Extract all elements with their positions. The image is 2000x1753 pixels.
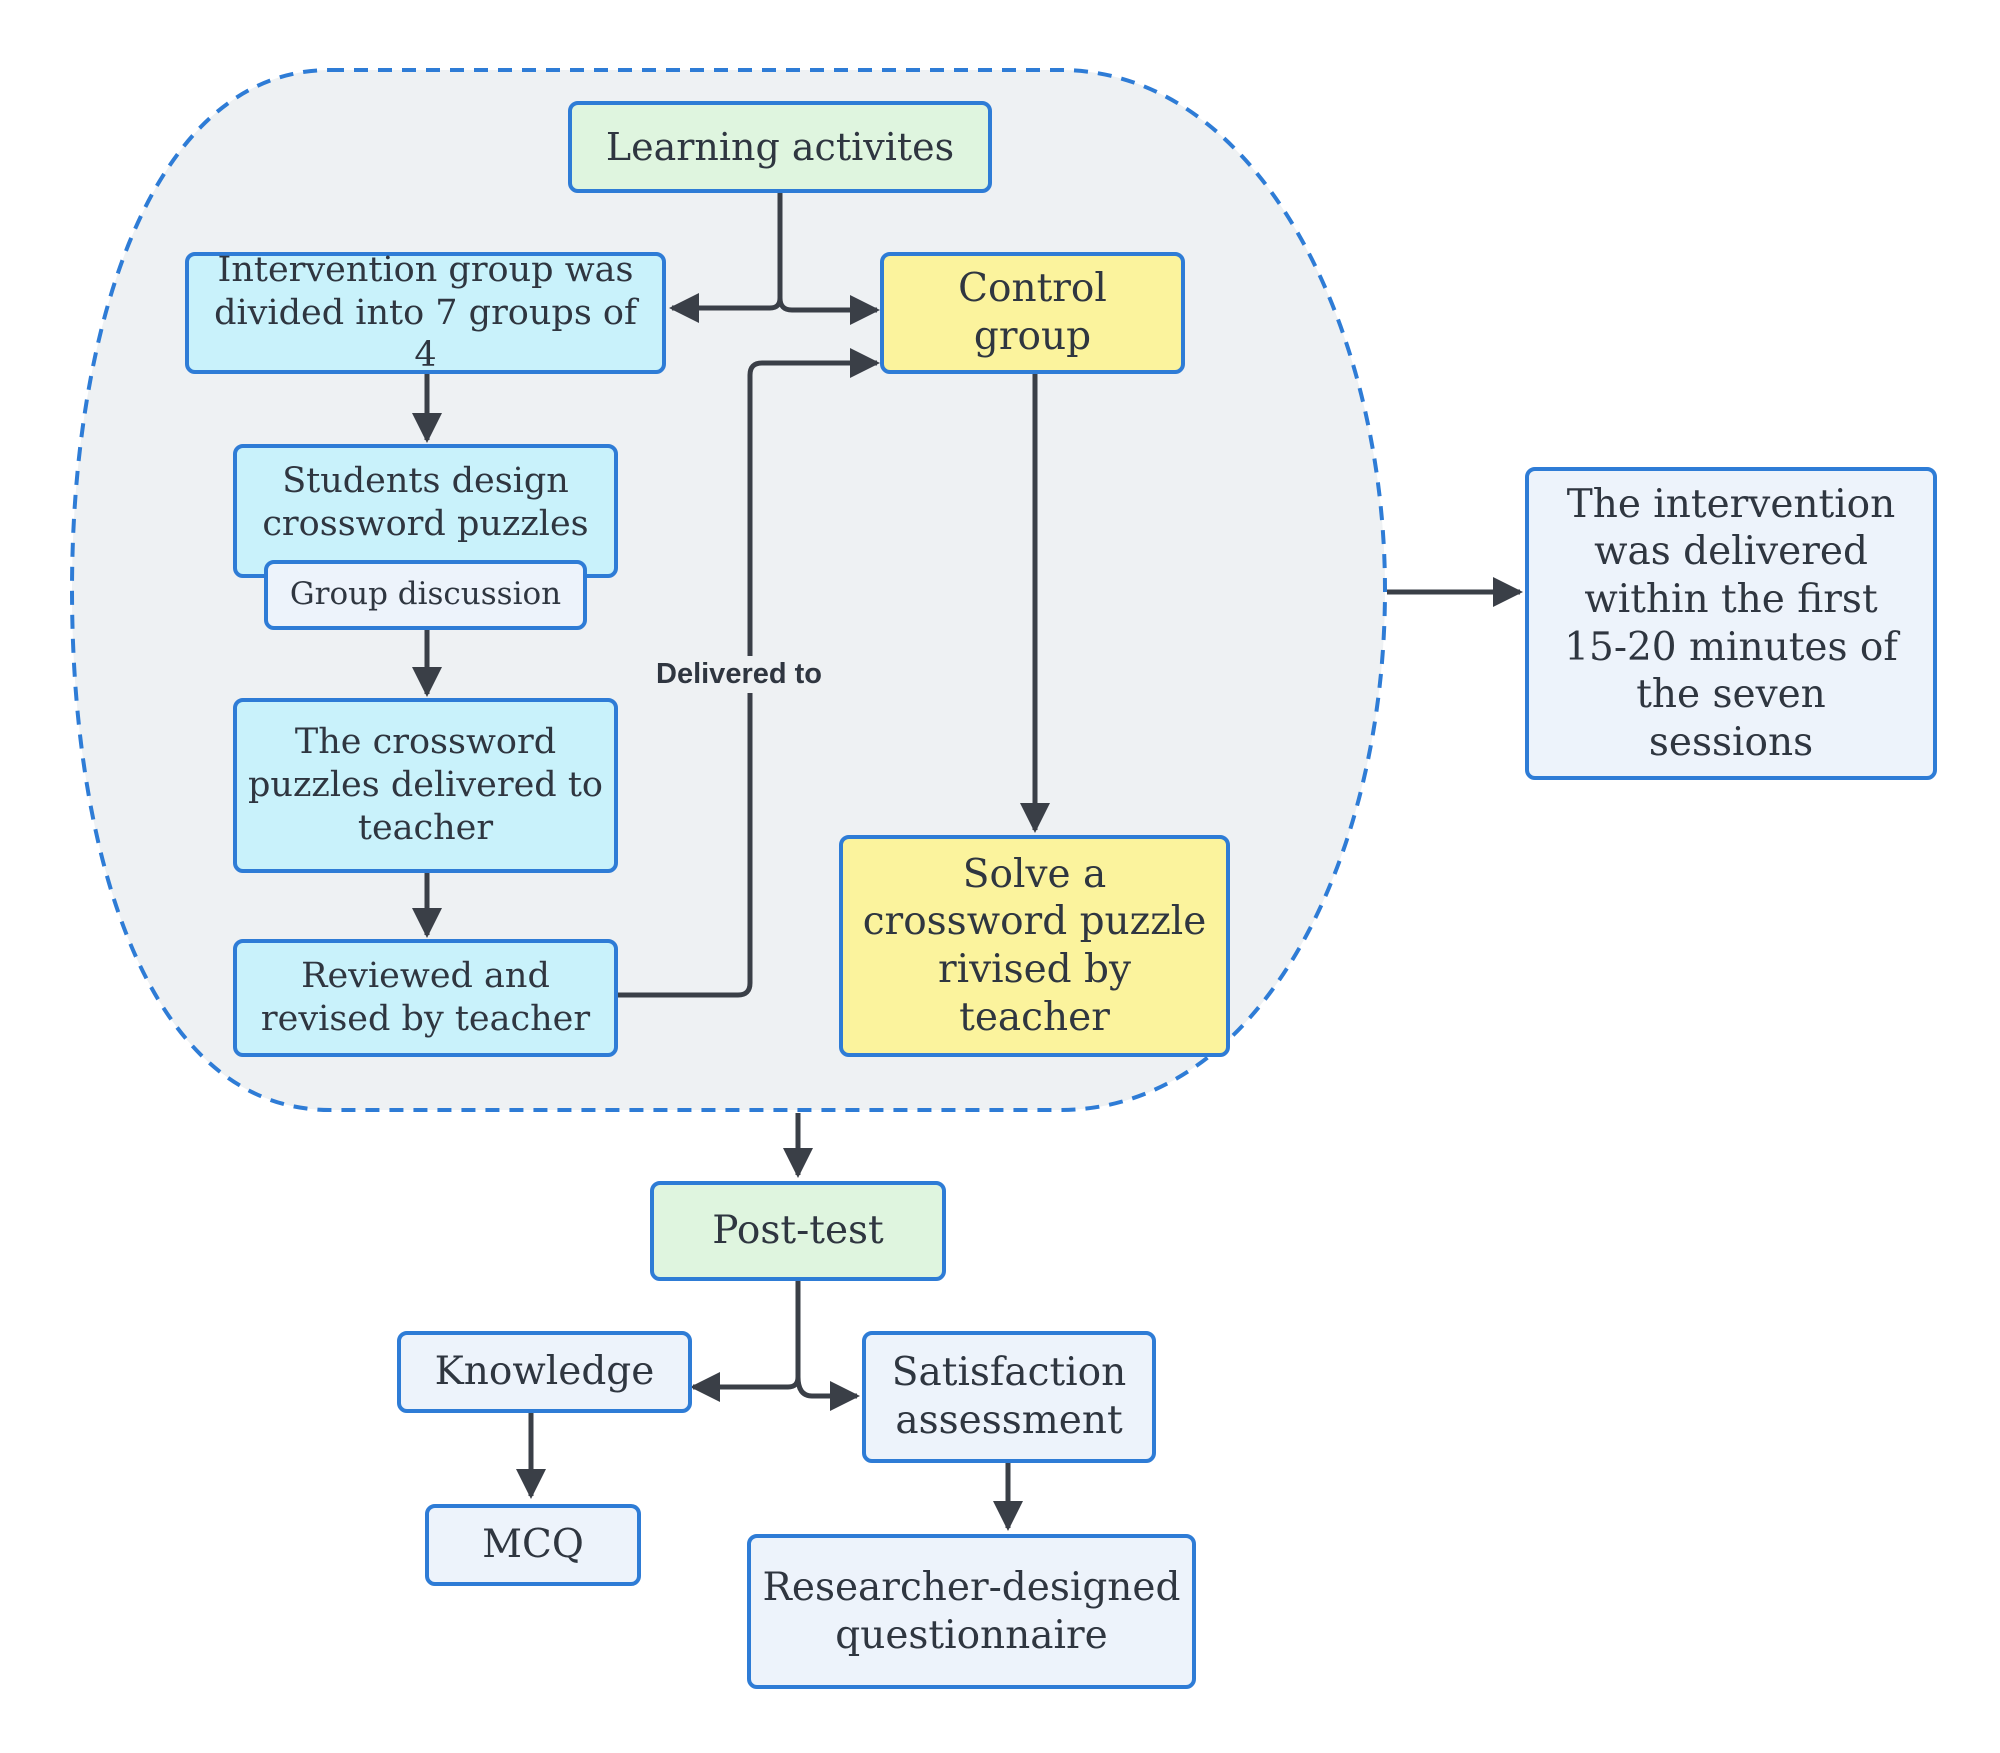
- learning-activities-node: Learning activites: [568, 101, 992, 193]
- reviewed-revised-node: Reviewed and revised by teacher: [233, 939, 618, 1057]
- intervention-timing-node: The intervention was delivered within th…: [1525, 467, 1937, 780]
- knowledge-node: Knowledge: [397, 1331, 692, 1413]
- delivered-to-label: Delivered to: [650, 656, 828, 693]
- connector-post-test-split: [787, 1281, 801, 1390]
- post-test-node: Post-test: [650, 1181, 946, 1281]
- control-group-node: Control group: [880, 252, 1185, 374]
- group-discussion-node: Group discussion: [264, 560, 587, 630]
- satisfaction-assessment-node: Satisfaction assessment: [862, 1331, 1156, 1463]
- mcq-node: MCQ: [425, 1504, 641, 1586]
- students-design-node: Students design crossword puzzles: [233, 444, 618, 578]
- crossword-delivered-node: The crossword puzzles delivered to teach…: [233, 698, 618, 873]
- intervention-group-node: Intervention group was divided into 7 gr…: [185, 250, 666, 375]
- questionnaire-node: Researcher-designed questionnaire: [747, 1534, 1196, 1689]
- arrow-to-satisfaction: [795, 1376, 860, 1411]
- arrow-to-control-group: [777, 295, 880, 325]
- solve-crossword-node: Solve a crossword puzzle rivised by teac…: [839, 835, 1230, 1057]
